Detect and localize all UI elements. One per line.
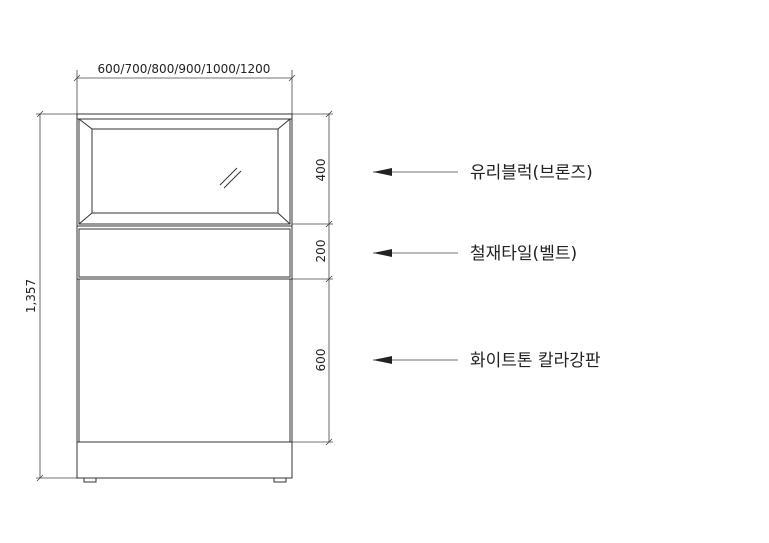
tile-section-height-text: 200: [314, 240, 328, 263]
arrow-head-glass: [373, 168, 392, 176]
arrow-head-panel: [373, 356, 392, 364]
glass-reflection-mark: [219, 167, 242, 189]
panel-section-height-text: 600: [314, 349, 328, 372]
callout-color-steel-panel: 화이트톤 칼라강판: [470, 351, 601, 371]
width-dimension-text: 600/700/800/900/1000/1200: [98, 62, 271, 76]
callout-steel-tile: 철재타일(벨트): [470, 244, 577, 264]
steel-tile-band: [77, 225, 292, 280]
glass-block-section: [78, 118, 291, 225]
glass-section-height-text: 400: [314, 159, 328, 182]
arrow-head-tile: [373, 249, 392, 257]
total-height-text: 1,357: [24, 279, 38, 313]
cabinet-plinth: [83, 477, 287, 483]
callout-arrows: [373, 171, 458, 361]
callout-glass-block: 유리블럭(브론즈): [470, 163, 593, 183]
section-height-dimensions: [292, 110, 333, 446]
total-height-dimension: [36, 110, 77, 482]
color-steel-panel: [77, 279, 292, 443]
arrow-heads: [373, 168, 392, 364]
width-dimension: [73, 70, 296, 114]
cabinet-body: [76, 113, 293, 479]
